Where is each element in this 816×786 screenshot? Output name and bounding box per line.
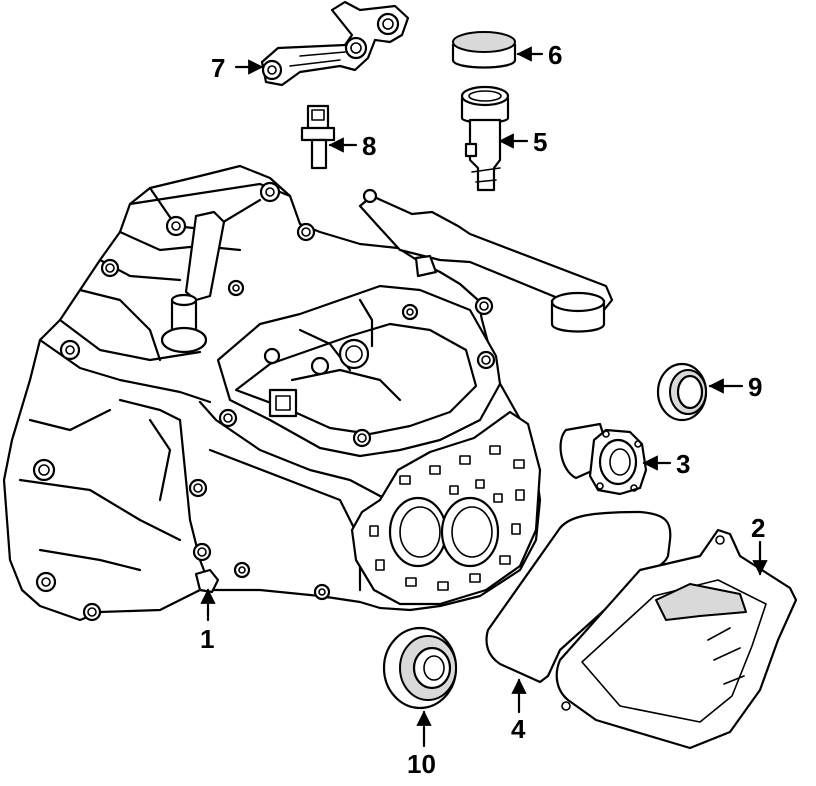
bearing-retainer-part bbox=[559, 422, 648, 496]
callout-4: 4 bbox=[511, 714, 526, 744]
callout-5: 5 bbox=[533, 127, 547, 157]
callout-10: 10 bbox=[407, 749, 436, 779]
callout-3: 3 bbox=[676, 449, 690, 479]
switch-part bbox=[300, 104, 336, 170]
gasket-part bbox=[485, 510, 672, 684]
callout-6: 6 bbox=[548, 40, 562, 70]
callout-2: 2 bbox=[751, 513, 765, 543]
seal-ring-part bbox=[656, 362, 708, 422]
callout-9: 9 bbox=[748, 372, 762, 402]
cap-part bbox=[451, 31, 517, 69]
shift-lever-bracket-part bbox=[260, 0, 410, 87]
transmission-case-part bbox=[2, 164, 614, 622]
sensor-housing-part bbox=[460, 85, 510, 192]
callout-8: 8 bbox=[362, 131, 376, 161]
callout-7: 7 bbox=[211, 53, 225, 83]
release-bearing-part bbox=[382, 626, 458, 710]
housing-cover-part bbox=[555, 528, 798, 750]
callout-leaders bbox=[200, 46, 768, 748]
callout-numbers: 1 2 3 4 5 6 7 8 9 10 bbox=[200, 40, 765, 779]
callout-1: 1 bbox=[200, 624, 214, 654]
